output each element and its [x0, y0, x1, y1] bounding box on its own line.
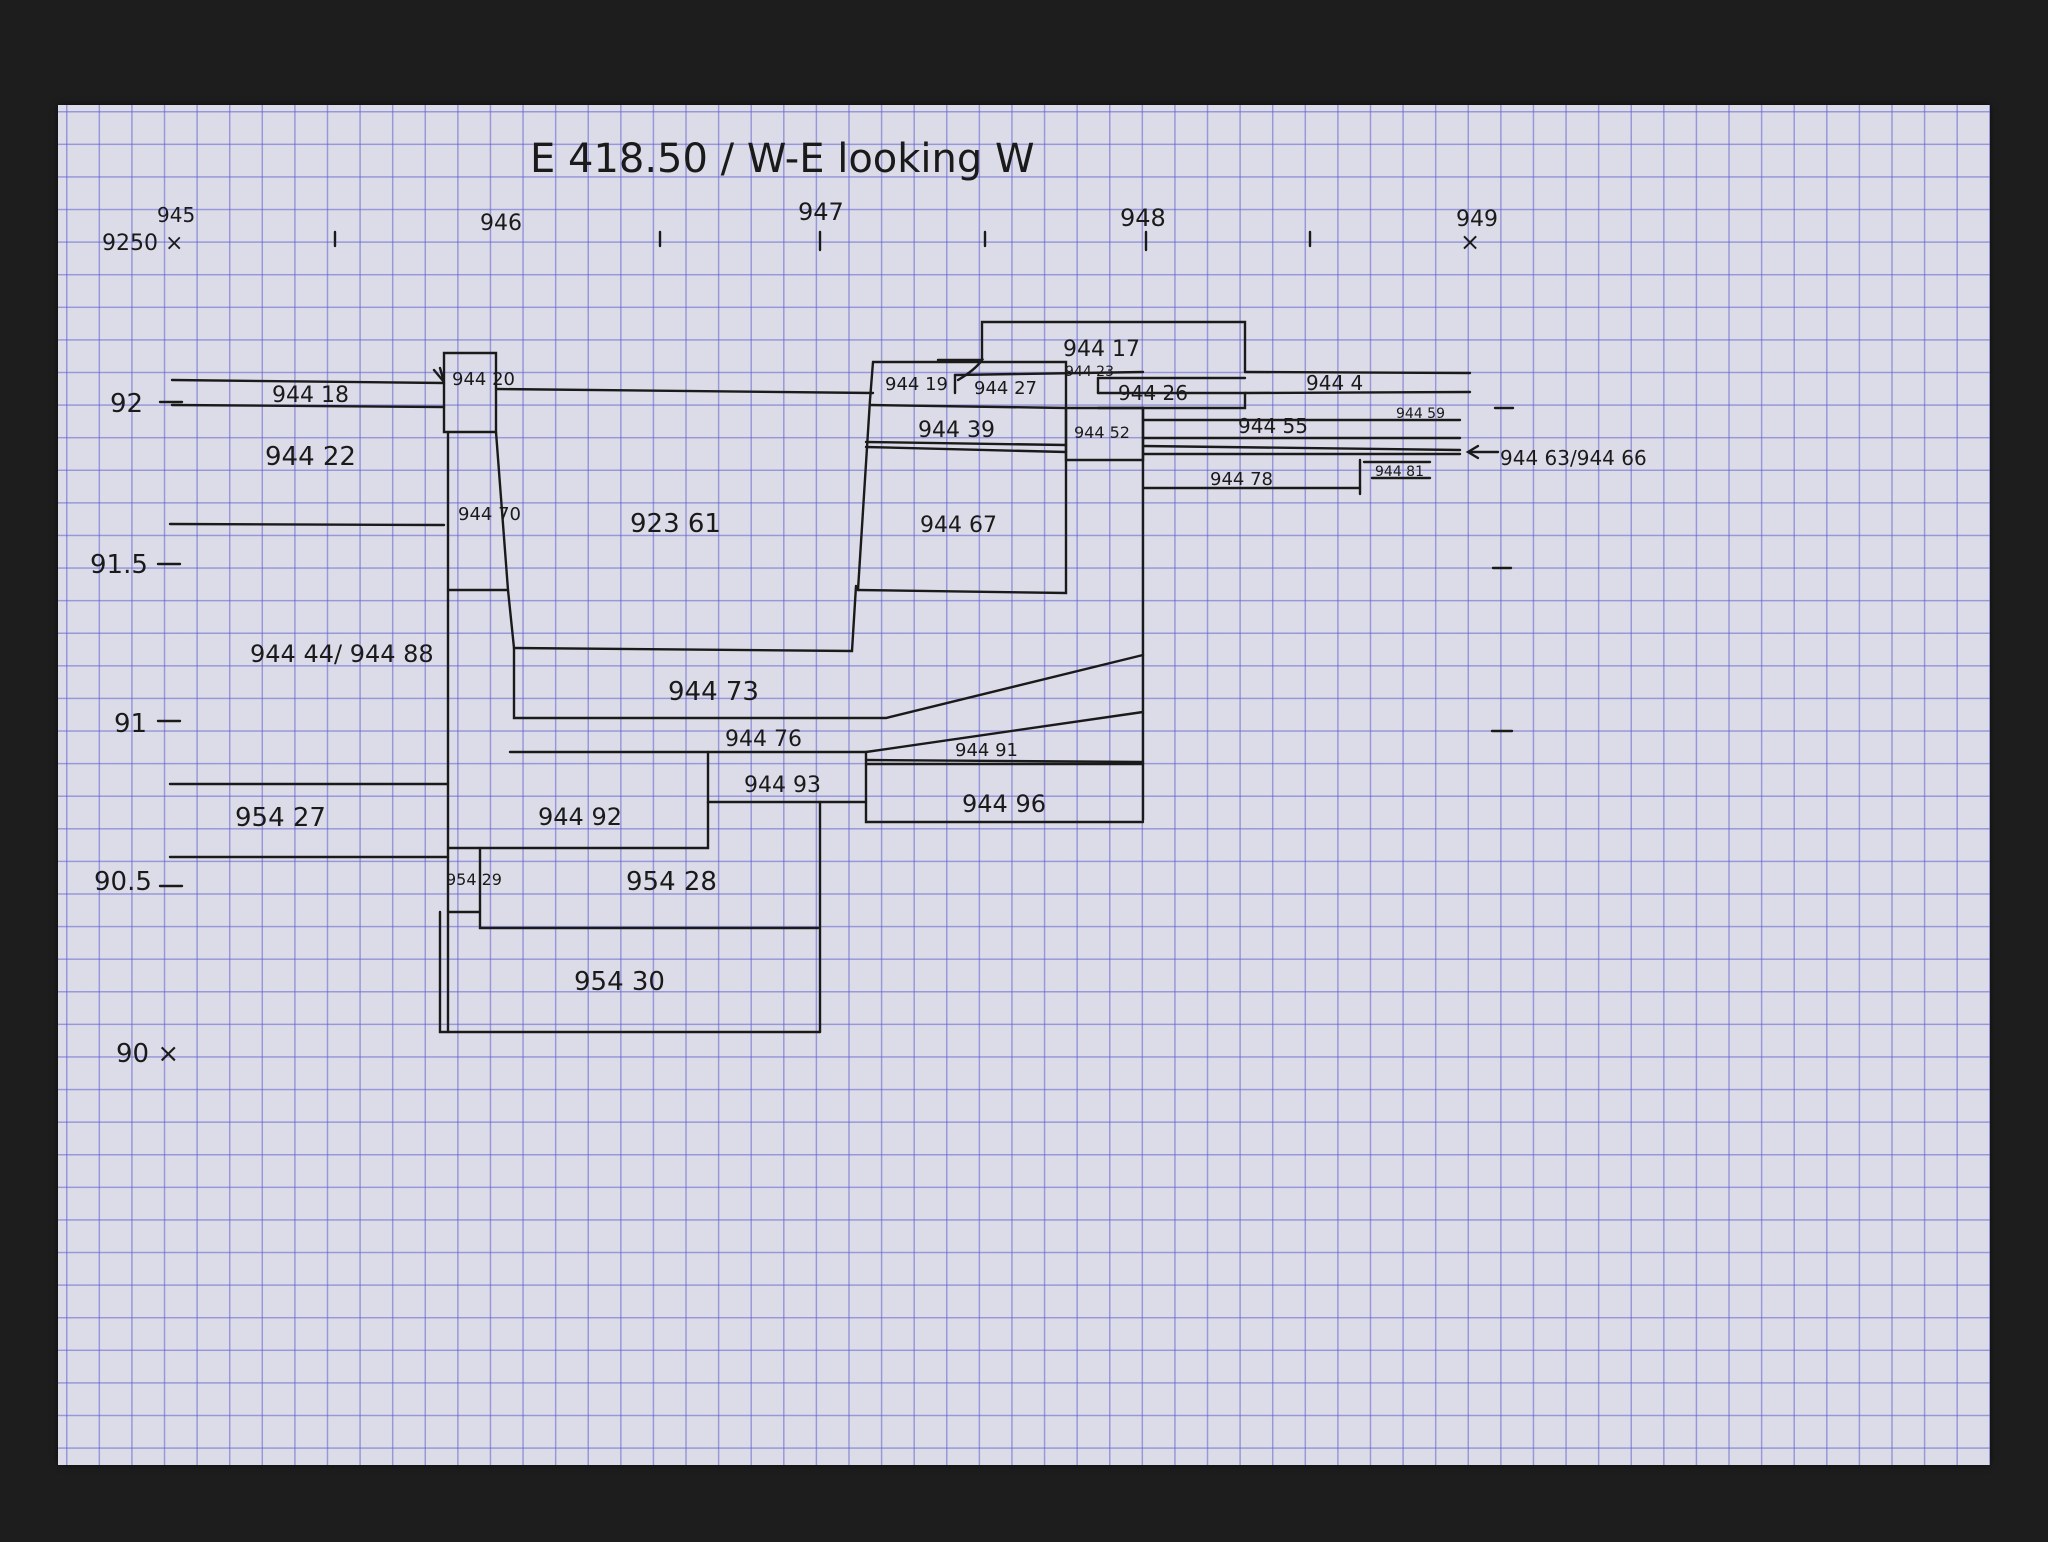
unit-label: 944 26 [1118, 381, 1188, 405]
y-label-91: 91 [114, 709, 147, 739]
x-label-945: 945 [157, 203, 195, 227]
unit-label: 944 18 [272, 383, 349, 408]
unit-label: 944 76 [725, 727, 802, 752]
y-label-91-5: 91.5 [90, 550, 148, 580]
unit-label: 944 52 [1074, 423, 1130, 442]
graph-paper [58, 105, 1990, 1465]
unit-label: 954 28 [626, 867, 717, 897]
unit-label: 944 27 [974, 378, 1037, 399]
unit-label: 944 55 [1238, 414, 1308, 438]
x-label-946: 946 [480, 211, 522, 236]
unit-label: 944 19 [885, 374, 948, 395]
x-axis-end-mark: × [1460, 228, 1480, 256]
unit-labels: 944 18 944 20 944 22 944 70 923 61 944 4… [235, 337, 1647, 997]
unit-label: 944 92 [538, 803, 622, 831]
unit-label: 944 67 [920, 513, 997, 538]
drawing-title: E 418.50 / W-E looking W [530, 136, 1035, 182]
unit-boundaries [168, 320, 1500, 1034]
unit-label: 944 96 [962, 790, 1046, 818]
y-label-90: 90 × [116, 1039, 179, 1069]
y-axis: 92 91.5 91 90.5 90 × [90, 389, 1515, 1069]
unit-label: 944 4 [1306, 371, 1363, 395]
unit-label: 944 91 [955, 740, 1018, 761]
x-label-947: 947 [798, 198, 844, 226]
unit-label: 954 29 [446, 870, 502, 889]
unit-label: 944 73 [668, 677, 759, 707]
x-axis-start-label: 9250 × [102, 231, 183, 256]
unit-label: 944 20 [452, 369, 515, 390]
x-axis: 9250 × 945 946 947 948 949 × [102, 198, 1498, 256]
unit-label: 944 23 [1065, 364, 1114, 380]
y-label-90-5: 90.5 [94, 867, 152, 897]
unit-label: 944 63/944 66 [1500, 446, 1647, 470]
unit-label: 944 44/ 944 88 [250, 640, 434, 668]
unit-label: 944 39 [918, 418, 995, 443]
unit-label: 944 59 [1396, 406, 1445, 422]
unit-label: 944 22 [265, 442, 356, 472]
unit-label: 944 93 [744, 773, 821, 798]
unit-label: 944 81 [1375, 464, 1424, 480]
x-label-948: 948 [1120, 204, 1166, 232]
unit-label: 954 30 [574, 967, 665, 997]
unit-label: 923 61 [630, 509, 721, 539]
y-label-92: 92 [110, 389, 143, 419]
unit-label: 944 17 [1063, 337, 1140, 362]
x-label-949: 949 [1456, 207, 1498, 232]
unit-label: 944 78 [1210, 469, 1273, 490]
unit-label: 944 70 [458, 504, 521, 525]
unit-label: 954 27 [235, 803, 326, 833]
